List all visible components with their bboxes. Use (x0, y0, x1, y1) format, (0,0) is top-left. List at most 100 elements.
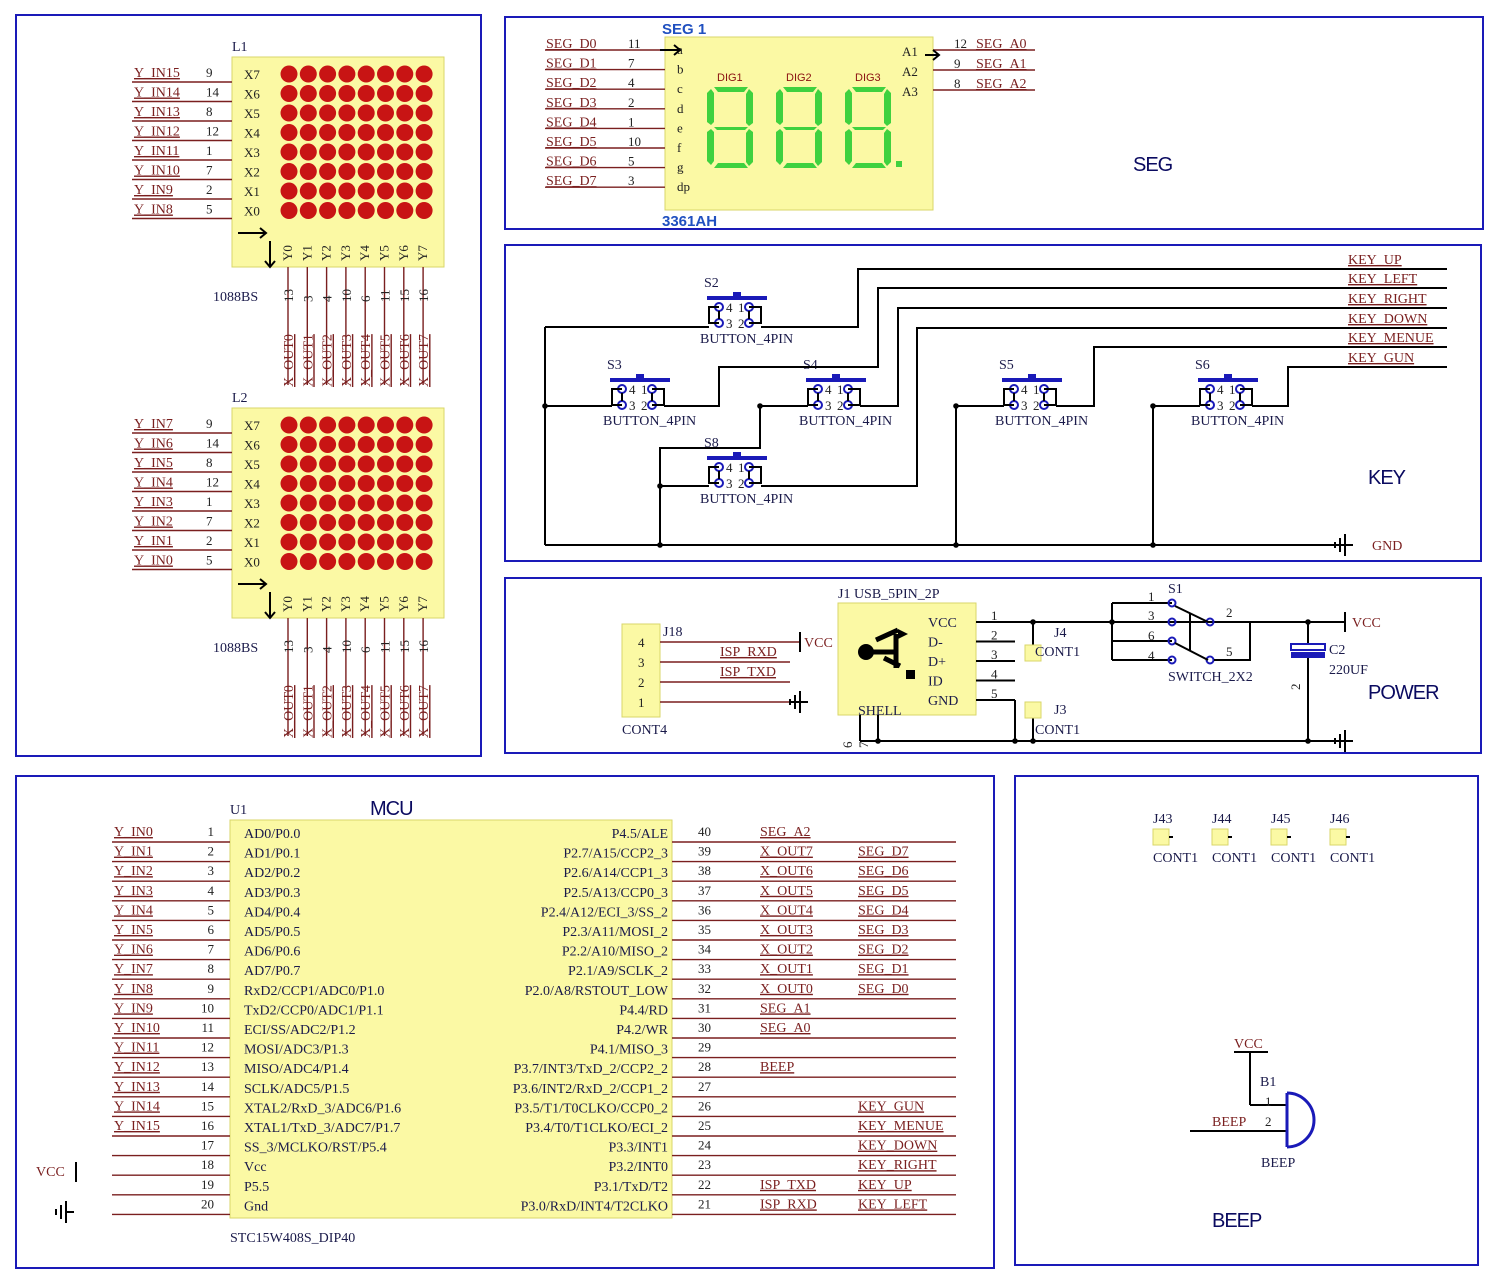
matrix-col-pin: 10 (339, 640, 354, 653)
led-dot (338, 553, 356, 570)
led-dot (396, 533, 414, 551)
button-pin-num: 2 (1033, 398, 1040, 413)
mcu-left-pin-num: 11 (201, 1020, 214, 1035)
led-dot (415, 475, 433, 492)
led-dot (280, 533, 298, 551)
mcu-left-pin-name: AD4/P0.4 (244, 905, 300, 920)
matrix-ref: L2 (232, 391, 248, 406)
seg-left-net: SEG_D6 (546, 155, 597, 170)
mcu-right-pin-name: P2.0/A8/RSTOUT_LOW (525, 984, 669, 999)
beep-panel (1014, 775, 1479, 1266)
mcu-left-pin-name: AD7/P0.7 (244, 964, 300, 979)
usb-pin-num: 1 (991, 608, 998, 623)
seg-left-pin: 10 (628, 134, 641, 149)
j4-part: CONT1 (1035, 645, 1080, 660)
segment (815, 89, 822, 126)
led-dot (415, 455, 433, 473)
mcu-left-pin-num: 17 (201, 1138, 215, 1153)
mcu-right-pin-num: 28 (698, 1059, 711, 1074)
led-dot (415, 514, 433, 531)
led-dot (377, 104, 394, 122)
mcu-left-pin-name: Vcc (244, 1160, 267, 1175)
conn-body (1152, 828, 1170, 846)
seg-left-net: SEG_D2 (546, 76, 597, 91)
mcu-left-pin-name: MOSI/ADC3/P1.3 (244, 1043, 349, 1058)
beep-pin-num: 1 (1265, 1094, 1272, 1109)
seg-ref: SEG 1 (662, 21, 706, 38)
button-bar (707, 456, 767, 460)
segment (852, 127, 886, 130)
led-dot (396, 475, 414, 492)
conn-ref: J44 (1212, 812, 1231, 827)
led-dot (377, 475, 394, 492)
j4-body (1024, 644, 1042, 662)
mcu-left-net: Y_IN0 (114, 825, 153, 840)
power-junction (1109, 619, 1115, 625)
mcu-left-net: Y_IN10 (114, 1021, 160, 1036)
seg-section-title: SEG (1133, 154, 1173, 176)
key-junction (1150, 403, 1156, 409)
matrix-chip-name: 1088BS (213, 641, 258, 656)
matrix-col-net: X_OUT2 (321, 685, 336, 738)
usb-pin-name: GND (928, 694, 958, 709)
seg-left-pin: 3 (628, 173, 635, 188)
mcu-left-pin-num: 8 (208, 961, 215, 976)
led-dot (299, 494, 317, 512)
matrix-row-label: X3 (244, 145, 260, 160)
led-dot (377, 143, 394, 161)
beep-group: J43CONT1J44CONT1J45CONT1J46CONT1VCCB112B… (1152, 812, 1375, 1171)
matrix-row-net: Y_IN13 (134, 105, 180, 120)
matrix-row-net: Y_IN2 (134, 515, 173, 530)
led-dot (299, 124, 317, 141)
j3-body (1024, 701, 1042, 719)
mcu-right-pin-num: 35 (698, 922, 711, 937)
led-dot (415, 553, 433, 570)
mcu-right-pin-num: 33 (698, 961, 711, 976)
button-type: BUTTON_4PIN (700, 332, 793, 347)
led-dot (338, 202, 356, 219)
led-dot (357, 85, 375, 102)
conn-part: CONT1 (1153, 851, 1198, 866)
seg-right-pin: 8 (954, 76, 961, 91)
matrix-col-net: X_OUT3 (340, 334, 355, 387)
led-dot (357, 533, 375, 551)
matrix-col-pin: 16 (416, 289, 431, 303)
matrix-col-pin: 3 (300, 647, 315, 654)
seg-decimal-point (896, 161, 902, 167)
button-ref: S5 (999, 358, 1014, 373)
mcu-right-net: KEY_DOWN (858, 1139, 937, 1154)
led-dot (319, 143, 337, 161)
led-dot (415, 202, 433, 219)
button-cap (1028, 374, 1036, 378)
mcu-part: STC15W408S_DIP40 (230, 1231, 355, 1246)
s8-to-key-down (761, 327, 1447, 487)
shell-pin: 6 (840, 741, 855, 748)
button-pin-num: 3 (726, 476, 733, 491)
usb-pin-num: 5 (991, 686, 998, 701)
button-cap (733, 292, 741, 296)
mcu-left-pin-num: 7 (208, 942, 215, 957)
key-section-title: KEY (1368, 467, 1406, 489)
matrix-row-label: X4 (244, 477, 260, 492)
led-dot (396, 85, 414, 102)
seg-left-label: d (677, 101, 684, 116)
segment (783, 127, 817, 130)
power-junction (1305, 619, 1311, 625)
button-type: BUTTON_4PIN (995, 414, 1088, 429)
matrix-col-label: Y6 (396, 596, 411, 612)
led-dot (377, 163, 394, 180)
button-pin-num: 1 (641, 382, 648, 397)
matrix-row-pin: 14 (206, 436, 220, 451)
mcu-left-pin-name: AD5/P0.5 (244, 925, 300, 940)
led-dot (338, 436, 356, 453)
matrix-col-label: Y1 (299, 596, 314, 612)
power-vcc: VCC (1352, 616, 1381, 631)
s1-contact (1167, 598, 1177, 608)
seg-right-label: A3 (902, 84, 918, 99)
mcu-right-pin-name: P3.1/TxD/T2 (594, 1180, 668, 1195)
matrix-row-net: Y_IN12 (134, 125, 180, 140)
button-cap (1224, 374, 1232, 378)
seg-right-net: SEG_A1 (976, 57, 1027, 72)
button-type: BUTTON_4PIN (799, 414, 892, 429)
segment (884, 129, 891, 166)
